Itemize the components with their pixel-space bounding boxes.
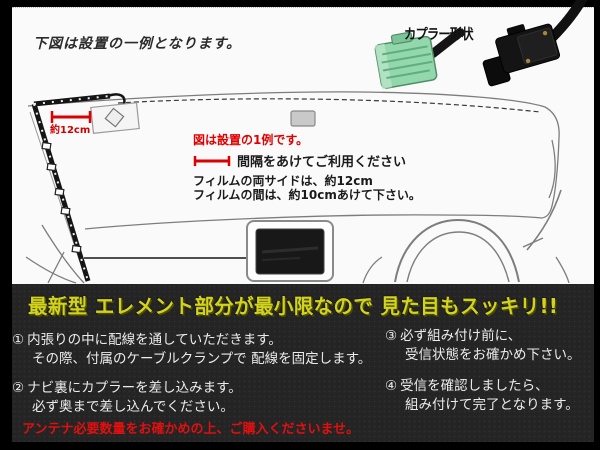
coupler-shape-label: カプラー形状 <box>404 27 474 43</box>
note-film-gap: フィルムの間は、約10cmあけて下さい。 <box>193 188 421 202</box>
diagram-title: 下図は設置の一例となります。 <box>33 36 242 52</box>
quantity-warning: アンテナ必要数量をお確かめの上、ご購入くださいませ。 <box>22 422 360 437</box>
note-spacing-text: 間隔をあけてご利用ください <box>237 155 407 170</box>
step-1-line-2: その際、付属のケーブルクランプで 配線を固定します。 <box>32 351 372 367</box>
footer-band <box>12 284 594 442</box>
step-3-line-1: 必ず組み付け前に、 <box>400 328 522 344</box>
step-2-number: ② <box>12 380 25 396</box>
step-1-line-1: 内張りの中に配線を通していただきます。 <box>27 332 282 348</box>
measure-label: 約12cm <box>50 125 91 136</box>
step-4-line-2: 組み付けて完了となります。 <box>405 397 579 413</box>
note-film-sides: フィルムの両サイドは、約12cm <box>193 174 373 188</box>
step-1-number: ① <box>12 332 25 348</box>
step-4-line-1: 受信を確認しましたら、 <box>400 378 549 394</box>
step-2-line-2: 必ず奥まで差し込んでください。 <box>32 399 234 415</box>
spacing-bracket-icon <box>193 155 231 166</box>
step-3-line-2: 受信状態をお確かめ下さい。 <box>405 347 581 363</box>
step-3-number: ③ <box>385 328 398 344</box>
footer-headline: 最新型 エレメント部分が最小限なので 見た目もスッキリ!! <box>28 294 559 318</box>
note-example: 図は設置の1例です。 <box>193 133 309 147</box>
step-4-number: ④ <box>385 378 398 394</box>
note-spacing-row: 間隔をあけてご利用ください <box>193 151 406 170</box>
step-2-line-1: ナビ裏にカプラーを差し込みます。 <box>27 380 242 396</box>
